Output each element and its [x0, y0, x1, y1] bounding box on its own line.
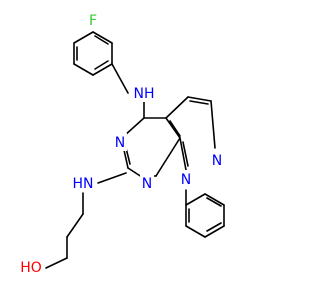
bond-22 [169, 120, 181, 137]
bond-23 [189, 100, 209, 105]
bond-6 [94, 35, 109, 45]
pyrimidine-lower-nitrogen-label: N [142, 176, 152, 192]
bond-3 [73, 63, 94, 76]
pyrazole-n1-label: N [181, 172, 191, 188]
bond-layer [45, 31, 225, 269]
pyrimidine-left-nitrogen-atom: N [113, 133, 127, 151]
bond-35 [204, 225, 225, 238]
fluorine-label: F [89, 13, 97, 29]
pyrazole-right-nitrogen-atom: N [210, 151, 224, 169]
bond-0 [92, 31, 113, 44]
upper-amine-atom: NH [131, 84, 157, 102]
bond-2 [92, 63, 113, 76]
bond-39 [206, 222, 222, 232]
bond-36 [185, 225, 206, 238]
bond-5 [73, 31, 94, 44]
bond-16 [210, 100, 216, 149]
bond-30 [45, 257, 68, 269]
hydroxyl-label: HO [20, 260, 42, 276]
pyrazole-right-nitrogen-label: N [212, 153, 222, 169]
bond-17 [179, 137, 187, 171]
molecule-structure: F NH N N N N HN HO [18, 12, 225, 276]
fluorine-atom: F [87, 12, 99, 29]
bond-15 [187, 96, 212, 102]
atom-label-layer: F NH N N N N HN HO [18, 12, 224, 276]
bond-32 [185, 193, 206, 206]
hydroxyl-atom: HO [18, 258, 44, 276]
pyrimidine-lower-nitrogen-atom: N [140, 174, 154, 192]
pyrazole-n1-atom: N [179, 170, 193, 188]
bond-24 [182, 141, 189, 167]
lower-amine-atom: HN [70, 174, 96, 192]
bond-14 [165, 96, 189, 119]
bond-13 [165, 117, 181, 139]
bond-9 [111, 63, 129, 94]
bond-28 [66, 213, 84, 238]
bond-7 [94, 60, 109, 70]
pyrimidine-left-nitrogen-label: N [115, 135, 125, 151]
bond-18 [155, 137, 181, 177]
bond-20 [123, 149, 129, 169]
bond-38 [206, 197, 222, 207]
bond-26 [97, 172, 127, 184]
lower-amine-label: HN [73, 176, 94, 192]
upper-amine-label: NH [134, 86, 155, 102]
bond-33 [204, 193, 225, 206]
bond-11 [123, 117, 145, 137]
